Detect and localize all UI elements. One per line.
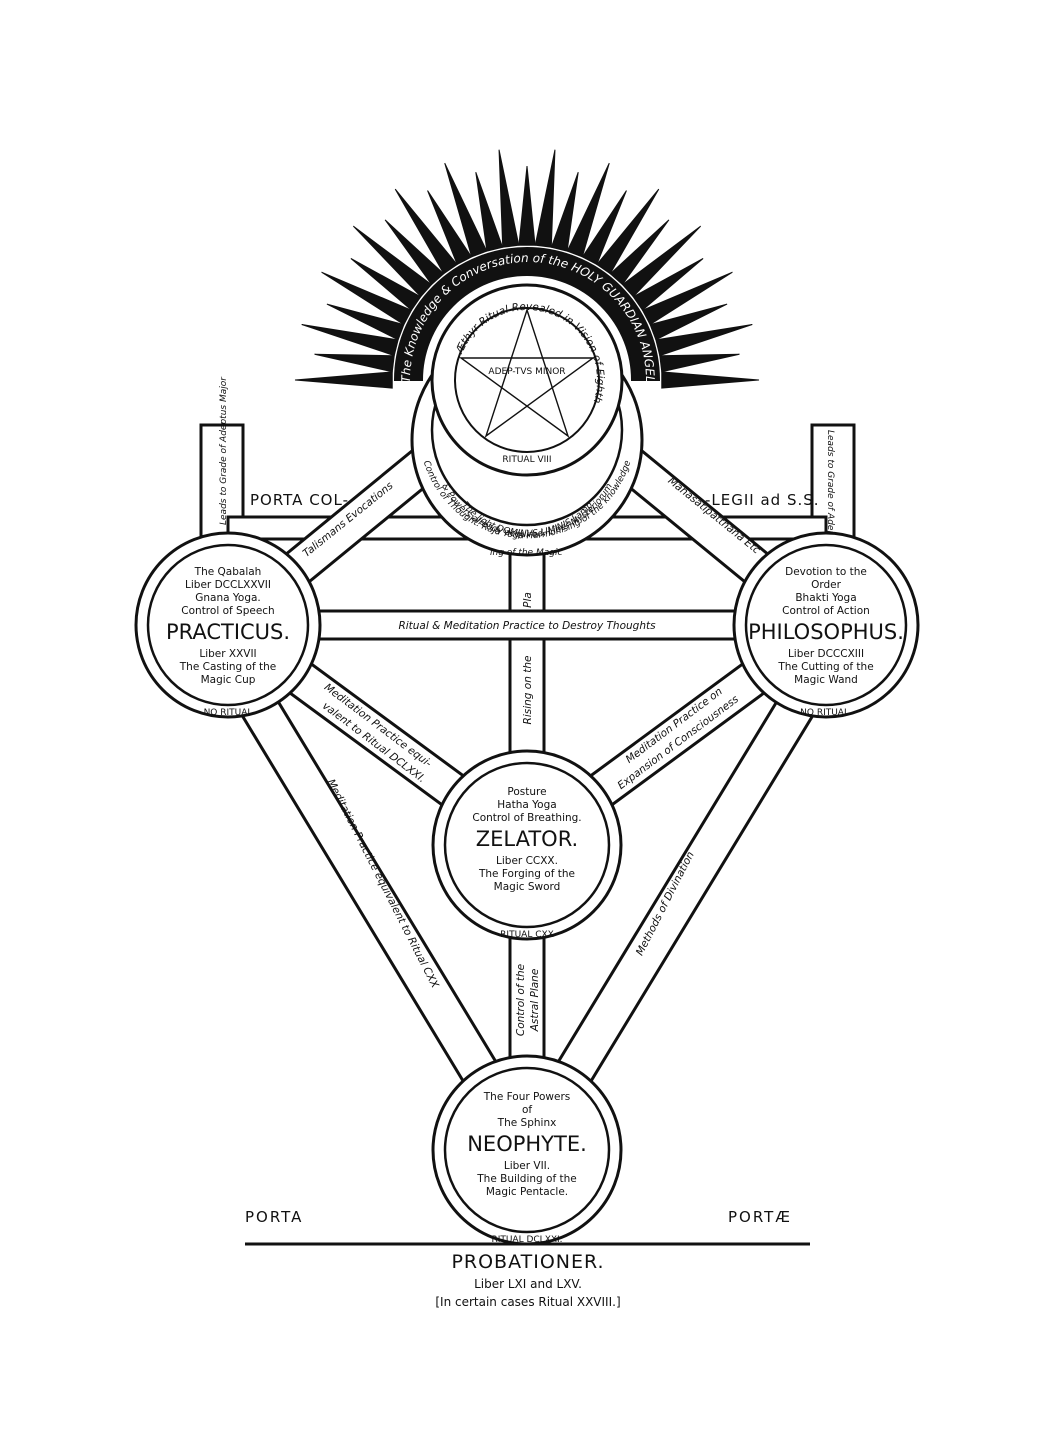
path-text-astral-2: Astral Plane — [529, 969, 541, 1033]
neophyte-line-bottom: Liber VII. — [504, 1160, 550, 1172]
path-text-rising-b: Pla — [522, 592, 534, 608]
zelator-line-bottom: The Forging of the — [478, 868, 575, 880]
practicus-line-top: Gnana Yoga. — [195, 592, 261, 604]
neophyte-line-top: The Four Powers — [483, 1091, 570, 1103]
philosophus-line-top: Bhakti Yoga — [795, 592, 856, 604]
practicus-ritual: NO RITUAL — [204, 708, 253, 718]
sun-ray — [662, 372, 759, 388]
zelator-ritual: RITUAL CXX — [500, 930, 554, 940]
philosophus-line-top: Order — [811, 579, 842, 591]
path-text-horizontal: Ritual & Meditation Practice to Destroy … — [398, 620, 656, 632]
neophyte-title: NEOPHYTE. — [467, 1132, 587, 1156]
practicus-line-top: Liber DCCLXXVII — [185, 579, 271, 591]
sun-ray — [535, 150, 555, 248]
philosophus-line-bottom: Liber DCCCXIII — [788, 648, 864, 660]
practicus-line-top: The Qabalah — [194, 566, 262, 578]
probationer-note: [In certain cases Ritual XXVIII.] — [435, 1295, 620, 1309]
zelator-line-bottom: Liber CCXX. — [496, 855, 558, 867]
sun-ray — [499, 150, 519, 248]
zelator-line-top: Posture — [507, 786, 546, 798]
practicus-line-bottom: The Casting of the — [179, 661, 276, 673]
path-text-astral-1: Control of the — [515, 964, 527, 1036]
philosophus-line-bottom: The Cutting of the — [777, 661, 873, 673]
adeptus-title: ADEP-TVS MINOR — [488, 367, 565, 377]
neophyte-line-top: The Sphinx — [497, 1117, 557, 1129]
sun-ray — [295, 372, 392, 388]
crescent-text-4: ing of the Magic — [490, 548, 562, 558]
neophyte-line-bottom: Magic Pentacle. — [486, 1186, 568, 1198]
neophyte-line-top: of — [522, 1104, 532, 1116]
zelator-line-bottom: Magic Sword — [494, 881, 561, 893]
porta-collegii-right: -LEGII ad S.S. — [705, 491, 820, 509]
portae-label: PORTÆ — [728, 1208, 792, 1226]
probationer-liber: Liber LXI and LXV. — [474, 1277, 582, 1291]
path-text-rising: Rising on the — [522, 656, 534, 725]
zelator-title: ZELATOR. — [476, 827, 578, 851]
philosophus-title: PHILOSOPHUS. — [748, 620, 904, 644]
practicus-title: PRACTICUS. — [166, 620, 290, 644]
sun-ray — [519, 166, 535, 245]
philosophus-line-bottom: Magic Wand — [794, 674, 858, 686]
adeptus-minor-node: Æthyr Ritual Revealed in Vision of Eight… — [432, 285, 622, 475]
sun-ray — [315, 354, 395, 372]
porta-collegii-left: PORTA COL- — [250, 491, 349, 509]
philosophus-line-top: Control of Action — [782, 605, 870, 617]
zelator-line-top: Control of Breathing. — [472, 812, 581, 824]
neophyte-line-bottom: The Building of the — [476, 1173, 577, 1185]
practicus-line-bottom: Liber XXVII — [199, 648, 256, 660]
philosophus-line-top: Devotion to the — [785, 566, 867, 578]
philosophus-ritual: NO RITUAL. — [800, 708, 852, 718]
adeptus-ritual: RITUAL VIII — [502, 455, 551, 465]
probationer-title: PROBATIONER. — [451, 1251, 604, 1273]
zelator-line-top: Hatha Yoga — [497, 799, 556, 811]
left-lead-text: Leads to Grade of Adeptus Major — [219, 376, 229, 525]
porta-label: PORTA — [245, 1208, 303, 1226]
path-text-med-long: Meditation Practice equivalent to Ritual… — [325, 777, 442, 990]
practicus-line-top: Control of Speech — [181, 605, 274, 617]
sun-ray — [660, 354, 740, 372]
practicus-line-bottom: Magic Cup — [201, 674, 256, 686]
